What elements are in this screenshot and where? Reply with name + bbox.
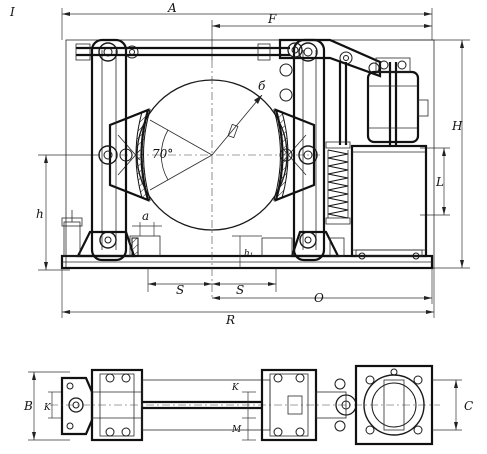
left-block-hatch	[131, 237, 139, 257]
dimension-h1	[232, 235, 262, 268]
dimension-k-m	[242, 391, 256, 441]
left-support-block	[129, 235, 161, 257]
label-s-left: S	[176, 283, 184, 297]
label-c: C	[464, 399, 473, 413]
dimension-f	[211, 20, 432, 60]
label-angle: 70°	[152, 147, 173, 161]
label-b-cyr: б	[258, 79, 266, 93]
dimension-h-upper	[400, 39, 470, 269]
label-k-mid: K	[231, 383, 240, 393]
brake-drum	[120, 60, 320, 300]
label-h-lower: h	[36, 207, 44, 221]
plan-left-bracket	[60, 376, 94, 436]
label-o: O	[314, 291, 324, 305]
label-l: L	[435, 175, 444, 189]
plan-right-lever	[260, 368, 318, 442]
dimension-l	[420, 147, 450, 216]
label-r: R	[225, 313, 235, 327]
plan-view	[28, 364, 462, 446]
label-h-upper: H	[451, 119, 463, 133]
dimension-a	[61, 8, 433, 40]
main-spring	[325, 141, 351, 225]
dimension-s	[147, 268, 277, 292]
thrustor-rod	[388, 62, 398, 146]
dimension-c	[432, 379, 462, 431]
push-rod	[338, 62, 348, 145]
label-a-upper: A	[167, 1, 177, 15]
dimension-o	[212, 268, 433, 304]
dimension-r	[61, 268, 435, 318]
label-f: F	[267, 12, 277, 26]
corner-mark-label: I	[9, 5, 15, 19]
plan-tie-rod	[50, 400, 440, 410]
left-brake-shoe	[108, 108, 151, 202]
label-k-left: K	[43, 403, 52, 413]
label-m: M	[231, 425, 242, 435]
label-h1: h₁	[244, 249, 253, 259]
dimension-a-small	[132, 222, 162, 236]
right-support-block	[261, 237, 293, 257]
thrustor-motor	[366, 57, 429, 144]
dimension-b	[28, 371, 70, 441]
label-b-plan: B	[23, 399, 33, 413]
left-pivot-bracket	[61, 210, 136, 258]
dimension-labels: I A F б H L h 70° a h₁ S S O R B K K M C	[9, 1, 473, 435]
plan-thrustor	[354, 364, 434, 446]
dimension-h-lower	[38, 154, 100, 271]
left-lever-arm	[90, 38, 133, 262]
plan-link	[315, 378, 357, 432]
base-plate	[60, 254, 434, 270]
thrustor-housing	[350, 144, 428, 260]
right-pivot-bracket	[290, 230, 345, 258]
label-a-small: a	[142, 209, 149, 223]
top-tie-rod	[75, 43, 290, 61]
label-s-right: S	[236, 283, 244, 297]
front-elevation	[38, 8, 470, 318]
